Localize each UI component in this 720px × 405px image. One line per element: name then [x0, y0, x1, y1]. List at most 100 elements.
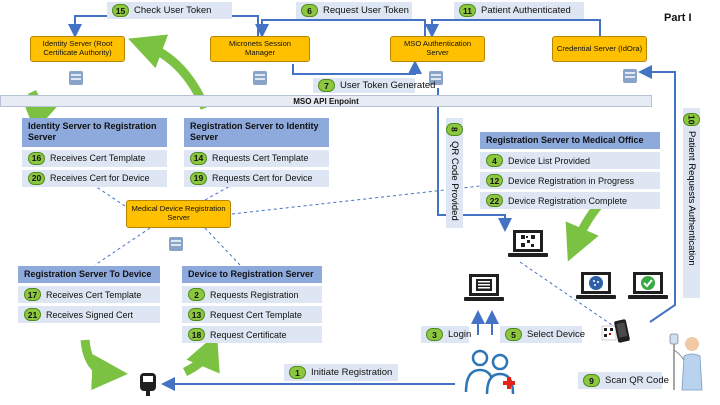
label-login: 3 Login: [421, 326, 472, 343]
credential-server-box[interactable]: Credential Server (IdOra): [552, 36, 647, 62]
step-badge: 1: [289, 366, 306, 379]
label-text: Select Device: [527, 329, 586, 340]
step-badge: 10: [683, 113, 700, 126]
step-badge: 19: [190, 171, 207, 185]
step-badge: 9: [583, 374, 600, 387]
step-badge: 20: [28, 171, 45, 185]
panel-registration-to-identity: Registration Server to Identity Server 1…: [184, 118, 329, 187]
laptop-device-icon: [576, 272, 616, 299]
phone-qr-scan-icon: [601, 319, 630, 343]
label-text: User Token Generated: [340, 80, 436, 91]
label-text: Initiate Registration: [311, 367, 393, 378]
green-arrow-bottom-right: [182, 333, 220, 377]
step-badge: 18: [188, 328, 205, 342]
step-badge: 14: [190, 151, 207, 165]
panel-row: 4 Device List Provided: [480, 152, 660, 170]
step-badge: 3: [426, 328, 443, 341]
panel-title: Registration Server to Medical Office: [480, 132, 660, 150]
panel-title: Registration Server To Device: [18, 266, 160, 284]
row-text: Requests Cert Template: [212, 153, 309, 163]
row-text: Device List Provided: [508, 155, 591, 166]
dashed-mdrs-panel: [231, 185, 481, 215]
dashed-mdrs-left-down: [94, 227, 151, 266]
step-badge: 4: [486, 154, 503, 168]
row-text: Receives Signed Cert: [46, 309, 134, 320]
flow-7: [292, 60, 422, 75]
dashed-laptop-phone: [519, 261, 613, 326]
identity-server-box[interactable]: Identity Server (Root Certificate Author…: [30, 36, 125, 62]
flow-8: [437, 88, 512, 232]
step-badge: 12: [486, 174, 503, 188]
laptop-qr-icon: [508, 230, 548, 257]
row-text: Receives Cert for Device: [50, 173, 150, 183]
medical-device-registration-server-box[interactable]: Medical Device Registration Server: [126, 200, 231, 228]
row-text: Requests Cert for Device: [212, 173, 313, 183]
green-arrow-bottom-left: [80, 339, 128, 391]
laptop-checkmark-icon: [628, 272, 668, 299]
panel-row: 18 Request Certificate: [182, 326, 322, 344]
row-text: Receives Cert Template: [46, 289, 142, 300]
mso-api-endpoint-bar: MSO API Enpoint: [0, 95, 652, 107]
panel-identity-to-registration: Identity Server to Registration Server 1…: [22, 118, 167, 187]
row-text: Requests Registration: [210, 289, 299, 300]
patient-icon: [669, 333, 703, 391]
label-qr-code-provided: 8 QR Code Provided: [446, 118, 463, 228]
label-initiate-registration: 1 Initiate Registration: [284, 364, 398, 381]
part-label: Part I: [664, 12, 692, 24]
panel-title: Device to Registration Server: [182, 266, 322, 284]
label-text: Patient Authenticated: [481, 5, 571, 16]
step-badge: 11: [459, 4, 476, 17]
flow-11: [425, 19, 601, 38]
panel-row: 17 Receives Cert Template: [18, 286, 160, 304]
row-text: Receives Cert Template: [50, 153, 146, 163]
step-badge: 8: [446, 123, 463, 136]
panel-row: 16 Receives Cert Template: [22, 149, 167, 167]
micronets-session-manager-box[interactable]: Micronets Session Manager: [210, 36, 310, 62]
server-icon: [169, 237, 183, 251]
panel-row: 14 Requests Cert Template: [184, 149, 329, 167]
label-select-device: 5 Select Device: [500, 326, 586, 343]
doctors-icon: [464, 349, 515, 395]
mso-authentication-server-box[interactable]: MSO Authentication Server: [390, 36, 485, 62]
step-badge: 5: [505, 328, 522, 341]
row-text: Request Certificate: [210, 329, 287, 340]
step-badge: 6: [301, 4, 318, 17]
step-badge: 21: [24, 308, 41, 322]
label-text: Scan QR Code: [605, 375, 669, 386]
panel-title: Identity Server to Registration Server: [22, 118, 167, 147]
step-badge: 17: [24, 288, 41, 302]
step-badge: 13: [188, 308, 205, 322]
label-text: Login: [448, 329, 472, 340]
medical-device-icon: [140, 373, 156, 396]
panel-row: 21 Receives Signed Cert: [18, 306, 160, 324]
dashed-mdrs-left-up: [94, 185, 126, 207]
panel-row: 20 Receives Cert for Device: [22, 169, 167, 187]
row-text: Request Cert Template: [210, 309, 302, 320]
server-icon: [429, 71, 443, 85]
panel-row: 19 Requests Cert for Device: [184, 169, 329, 187]
step-badge: 15: [112, 4, 129, 17]
label-check-user-token: 15 Check User Token: [107, 2, 232, 19]
server-icon: [253, 71, 267, 85]
server-icon: [623, 69, 637, 83]
flow-10: [638, 65, 676, 323]
dashed-mdrs-right-down: [204, 227, 241, 266]
panel-row: 13 Request Cert Template: [182, 306, 322, 324]
label-text: Check User Token: [134, 5, 212, 16]
server-icon: [69, 71, 83, 85]
label-text: QR Code Provided: [449, 141, 460, 221]
dashed-mdrs-right-up: [204, 185, 231, 201]
label-scan-qr-code: 9 Scan QR Code: [578, 372, 669, 389]
label-text: Request User Token: [323, 5, 409, 16]
step-badge: 7: [318, 79, 335, 92]
step-badge: 16: [28, 151, 45, 165]
label-patient-authenticated: 11 Patient Authenticated: [454, 2, 584, 19]
flow-15: [68, 15, 259, 38]
label-user-token-generated: 7 User Token Generated: [313, 78, 435, 93]
